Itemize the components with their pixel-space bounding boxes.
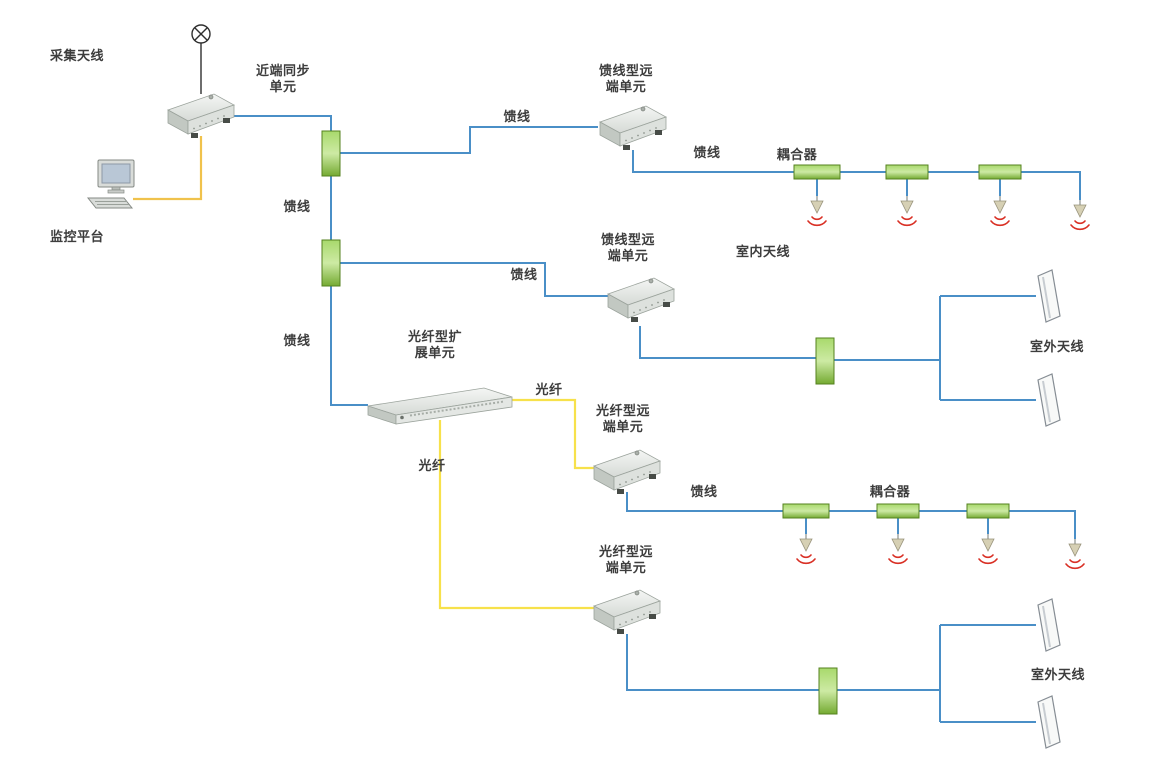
feeder-bus-top-stems (816, 179, 1001, 196)
fiber-line-rack-to-remote3 (512, 398, 594, 470)
feeder-remote-unit-device-1 (599, 105, 667, 151)
feeder-line-near-to-splitter1 (230, 115, 332, 131)
label-feeder-remote-unit-2: 馈线型远 端单元 (600, 232, 656, 263)
label-near-end-sync-unit: 近端同步 单元 (255, 63, 311, 94)
label-fiber-remote-unit-2: 光纤型远 端单元 (598, 544, 654, 575)
coupler-4 (782, 503, 830, 519)
label-feeder-6: 馈线 (690, 484, 718, 499)
feeder-line-remote2-to-splitter3 (639, 326, 816, 359)
feeder-line-splitter4-to-outdoor (837, 624, 1036, 723)
feeder-lines (230, 115, 1081, 723)
feeder-line-splitter1-to-remote1 (340, 126, 598, 154)
splitter-1 (321, 130, 341, 177)
feeder-remote-unit-device-2 (607, 277, 675, 323)
outdoor-antenna-icon (1037, 373, 1061, 427)
indoor-antenna-icon (1065, 538, 1085, 570)
label-collect-antenna: 采集天线 (49, 48, 105, 63)
label-indoor-antenna: 室内天线 (735, 244, 791, 259)
indoor-antenna-icon (990, 195, 1010, 227)
near-end-sync-unit-device (167, 93, 235, 139)
label-coupler-2: 耦合器 (869, 484, 911, 499)
fiber-remote-unit-device-2 (593, 589, 661, 635)
indoor-antenna-icon (807, 195, 827, 227)
label-feeder-remote-unit-1: 馈线型远 端单元 (598, 63, 654, 94)
monitor-link-line (133, 136, 203, 201)
feeder-line-splitter2-to-remote2 (340, 262, 610, 297)
label-fiber-remote-unit-1: 光纤型远 端单元 (595, 403, 651, 434)
indoor-antenna-icon (978, 533, 998, 565)
indoor-antenna-icon (1070, 199, 1090, 231)
fiber-lines (133, 136, 594, 610)
splitter-4 (818, 667, 838, 715)
outdoor-antenna-icon (1037, 695, 1061, 749)
indoor-antenna-icon (888, 533, 908, 565)
feeder-bus-top (632, 150, 1081, 200)
coupler-6 (966, 503, 1010, 519)
fiber-remote-unit-device-1 (593, 449, 661, 495)
fiber-expansion-unit-device (367, 387, 513, 425)
outdoor-antenna-icon (1037, 598, 1061, 652)
outdoor-antenna-icon (1037, 269, 1061, 323)
indoor-antenna-icon (897, 195, 917, 227)
label-outdoor-antenna-2: 室外天线 (1030, 667, 1086, 682)
label-outdoor-antenna-1: 室外天线 (1029, 339, 1085, 354)
label-feeder-5: 馈线 (693, 145, 721, 160)
feeder-line-splitter3-to-outdoor (834, 295, 1036, 401)
coupler-3 (978, 164, 1022, 180)
label-feeder-4: 馈线 (283, 333, 311, 348)
collect-antenna-icon (191, 24, 211, 44)
feeder-line-remote4-to-splitter4 (626, 634, 819, 691)
coupler-5 (876, 503, 920, 519)
feeder-line-splitter2-to-rack (330, 286, 368, 406)
feeder-bus-bottom (626, 492, 1076, 539)
coupler-1 (793, 164, 841, 180)
splitter-2 (321, 239, 341, 287)
label-fiber-2: 光纤 (418, 458, 446, 473)
coupler-2 (885, 164, 929, 180)
label-fiber-1: 光纤 (535, 382, 563, 397)
indoor-antenna-icon (796, 533, 816, 565)
monitor-computer-icon (87, 159, 135, 209)
fiber-line-rack-to-remote4 (438, 420, 594, 610)
splitter-3 (815, 337, 835, 385)
label-monitor-platform: 监控平台 (49, 229, 105, 244)
label-feeder-1: 馈线 (503, 109, 531, 124)
label-feeder-2: 馈线 (283, 199, 311, 214)
label-fiber-expansion-unit: 光纤型扩 展单元 (407, 329, 463, 360)
label-coupler-1: 耦合器 (776, 147, 818, 162)
feeder-bus-bottom-stems (805, 518, 989, 534)
label-feeder-3: 馈线 (510, 267, 538, 282)
